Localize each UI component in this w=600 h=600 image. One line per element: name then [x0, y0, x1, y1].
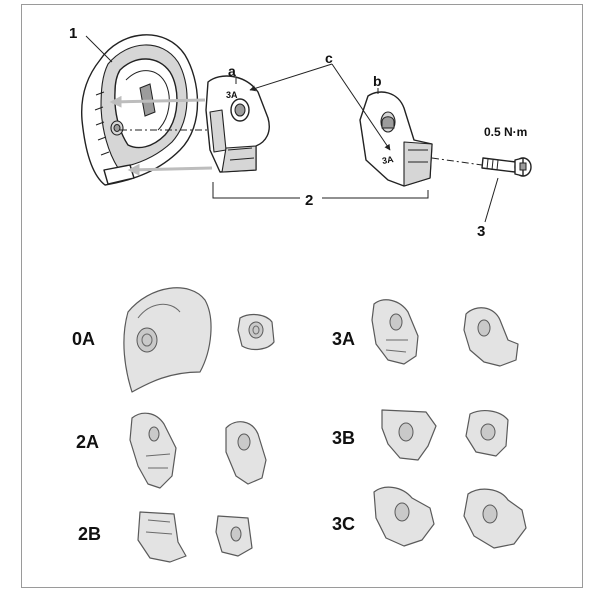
- variant-3c-clip-left: [373, 486, 435, 547]
- torque-label: 0.5 N·m: [484, 125, 527, 139]
- insert-arrow: [127, 163, 213, 176]
- variant-label-2b: 2B: [78, 524, 101, 544]
- mark-3a: 3A: [381, 154, 395, 166]
- leader-3: [484, 177, 499, 223]
- variant-3a-clip-left: [371, 299, 419, 365]
- callout-3: 3: [477, 223, 485, 240]
- mark-3a: 3A: [226, 90, 238, 100]
- clip-a: 3A: [205, 75, 270, 173]
- variant-2a-clip-left: [129, 412, 177, 489]
- variant-3c-clip-right: [463, 488, 527, 549]
- variant-2a-clip-right: [225, 421, 267, 485]
- variant-0a-housing: [123, 287, 212, 393]
- callout-a: a: [228, 63, 236, 79]
- bracket-2: [212, 182, 429, 199]
- variant-label-3c: 3C: [332, 514, 355, 534]
- leader-c-to-a: [249, 63, 333, 92]
- variant-2b-clip-left: [137, 511, 187, 563]
- variant-label-3b: 3B: [332, 428, 355, 448]
- variant-label-3a: 3A: [332, 329, 355, 349]
- variant-2b-clip-right: [215, 515, 253, 557]
- screw-part-3: [431, 157, 532, 177]
- variant-3b-clip-right: [465, 410, 509, 457]
- leader-c-to-b: [331, 63, 391, 151]
- variant-label-0a: 0A: [72, 329, 95, 349]
- callout-c: c: [325, 50, 333, 66]
- leader-1: [85, 35, 113, 63]
- callout-2: 2: [305, 192, 313, 209]
- insert-arrow: [109, 95, 206, 108]
- variant-label-2a: 2A: [76, 432, 99, 452]
- variant-3b-clip-left: [381, 409, 437, 461]
- callout-b: b: [373, 73, 382, 89]
- clip-b: 3A: [359, 91, 433, 187]
- variant-0a-nut: [237, 313, 275, 351]
- callout-1: 1: [69, 25, 77, 42]
- housing-part-1: [80, 34, 199, 186]
- variant-3a-clip-right: [463, 307, 519, 367]
